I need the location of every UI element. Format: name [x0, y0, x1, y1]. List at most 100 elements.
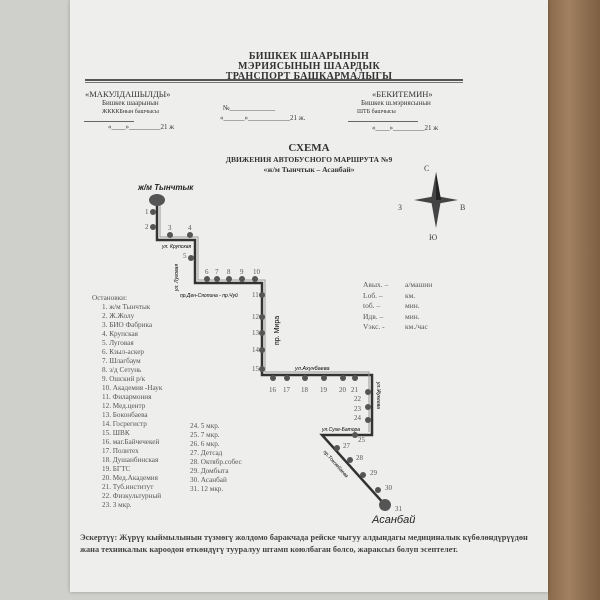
- stop-list-item: 25. 7 мкр.: [190, 431, 220, 439]
- stop-marker: [150, 209, 156, 215]
- stop-number-label: 21: [351, 386, 359, 394]
- center-date: «______»____________21 ж.: [220, 114, 306, 122]
- stop-list-item: 7. Шлагбаум: [102, 357, 141, 365]
- stop-list-item: 1. ж/м Тынчтык: [102, 303, 151, 311]
- stop-list-item: 5. Луговая: [102, 339, 134, 347]
- stop-number-label: 16: [269, 386, 277, 394]
- stop-marker: [270, 375, 276, 381]
- street-label-akhunbaeva: ул.Ахунбаева: [294, 366, 330, 372]
- stop-number-label: 19: [320, 386, 328, 394]
- right-signature-line: [348, 121, 418, 122]
- route-parameter-row: Идв. – мин.: [363, 312, 432, 323]
- stop-marker: [321, 375, 327, 381]
- left-approval-title: «МАКУЛДАШЫЛДЫ»: [85, 89, 171, 99]
- route-parameter-row: Авых. – а/машин: [363, 280, 432, 291]
- stop-number-label: 13: [252, 329, 260, 337]
- stop-marker: [340, 375, 346, 381]
- stop-number-label: 31: [395, 505, 403, 513]
- note-text: Эскертүү: Жүрүү кыймылынын түзмөгү жолдо…: [80, 533, 528, 554]
- stop-number-label: 30: [385, 484, 393, 492]
- stop-list-item: 6. Кзыл-аскер: [102, 348, 145, 356]
- stop-marker: [187, 232, 193, 238]
- right-date: «____»_________21 ж: [372, 124, 439, 132]
- stop-marker: [150, 224, 156, 230]
- stop-number-label: 12: [252, 313, 260, 321]
- stop-list-item: 31. 12 мкр.: [190, 485, 224, 493]
- parameter-unit: а/машин: [405, 280, 433, 289]
- parameter-unit: км./час: [405, 322, 428, 331]
- stop-list-item: 27. Детсад: [190, 449, 223, 457]
- route-parameter-row: Lоб. –км.: [363, 291, 432, 302]
- stop-number-label: 14: [252, 346, 260, 354]
- header-line-1: БИШКЕК ШААРЫНЫН: [248, 51, 370, 62]
- stop-number-label: 17: [283, 386, 291, 394]
- stop-number-label: 10: [253, 268, 261, 276]
- stop-number-label: 23: [354, 405, 362, 413]
- compass-north: С: [424, 164, 429, 173]
- stop-marker: [167, 232, 173, 238]
- stop-marker: [375, 487, 381, 493]
- parameter-unit: мин.: [405, 311, 420, 321]
- stop-marker: [214, 276, 220, 282]
- stop-marker: [252, 276, 258, 282]
- parameter-label: Идв. –: [363, 311, 384, 321]
- stop-number-label: 29: [370, 469, 378, 477]
- stops-title: Остановки:: [92, 294, 127, 302]
- schema-subtitle: ДВИЖЕНИЯ АВТОБУСНОГО МАРШРУТА №9: [225, 155, 393, 164]
- header-divider: [85, 79, 463, 83]
- stop-list-item: 26. 6 мкр.: [190, 440, 220, 448]
- street-label-lugovaya: ул. Луговая: [174, 264, 180, 292]
- parameter-label: Vэкс. -: [363, 322, 385, 331]
- stop-list-item: 30. Асанбай: [190, 476, 227, 484]
- stop-marker: [302, 375, 308, 381]
- stop-number-label: 4: [188, 224, 192, 232]
- stop-number-label: 24: [354, 414, 362, 422]
- stop-number-label: 28: [356, 454, 364, 462]
- left-approval-line1: Бишкек шаарынын: [102, 99, 159, 107]
- route-parameter-row: Vэкс. - км./час: [363, 322, 432, 333]
- header-line-3: ТРАНСПОРТ БАШКАРМАЛЫГЫ: [225, 71, 393, 82]
- stop-list-item: 9. Ошский р/к: [102, 375, 146, 383]
- stop-list-item: 15. ШВК: [102, 429, 130, 437]
- left-date: «____»_________21 ж: [108, 123, 175, 131]
- stop-number-label: 6: [205, 268, 209, 276]
- compass-south: Ю: [429, 233, 437, 242]
- stop-number-label: 25: [358, 436, 366, 444]
- stop-marker: [188, 255, 194, 261]
- stops-list-continued: 24. 5 мкр.25. 7 мкр.26. 6 мкр.27. Детсад…: [190, 422, 242, 494]
- stop-list-item: 19. БГТС: [102, 465, 131, 473]
- stop-number-label: 5: [183, 252, 187, 260]
- stop-list-item: 2. Ж.Жолу: [102, 312, 135, 320]
- stop-number-label: 11: [252, 291, 259, 299]
- schema-title: СХЕМА: [288, 142, 330, 154]
- stop-marker: [259, 347, 265, 353]
- right-approval-line1: Бишкек ш.мэриясынын: [361, 99, 431, 107]
- stop-marker: [239, 276, 245, 282]
- stop-marker: [352, 375, 358, 381]
- stop-marker: [334, 445, 340, 451]
- parameter-label: Авых. –: [363, 280, 389, 289]
- right-approval-line2: ШТБ башчысы: [357, 109, 396, 115]
- stop-list-item: 28. Октябр.собес: [190, 458, 242, 466]
- route-name: «ж/м Тынчтык – Асанбай»: [263, 165, 355, 174]
- stop-list-item: 8. з/д Сетунь: [102, 366, 142, 374]
- stop-list-item: 13. Боконбаева: [102, 411, 148, 419]
- left-signature-line: [84, 121, 134, 122]
- stop-list-item: 3. БИО Фабрика: [102, 321, 153, 329]
- stop-list-item: 10. Академия -Наук: [102, 384, 163, 392]
- street-label-mira: пр. Мира: [274, 316, 281, 345]
- stop-number-label: 1: [145, 208, 149, 216]
- right-approval-title: «БЕКИТЕМИН»: [372, 89, 433, 99]
- document-number: №_____________: [223, 104, 276, 112]
- stop-list-item: 29. Домбыта: [190, 467, 229, 475]
- parameter-label: Lоб. –: [363, 290, 383, 300]
- stop-marker: [204, 276, 210, 282]
- compass-icon: [414, 172, 458, 228]
- stop-list-item: 20. Мед.Академия: [102, 474, 158, 482]
- stop-marker: [259, 314, 265, 320]
- stop-list-item: 22. Физкультурный: [102, 492, 162, 500]
- stop-list-item: 12. Мед.центр: [102, 402, 146, 410]
- stop-marker: [365, 417, 371, 423]
- stop-number-label: 22: [354, 395, 362, 403]
